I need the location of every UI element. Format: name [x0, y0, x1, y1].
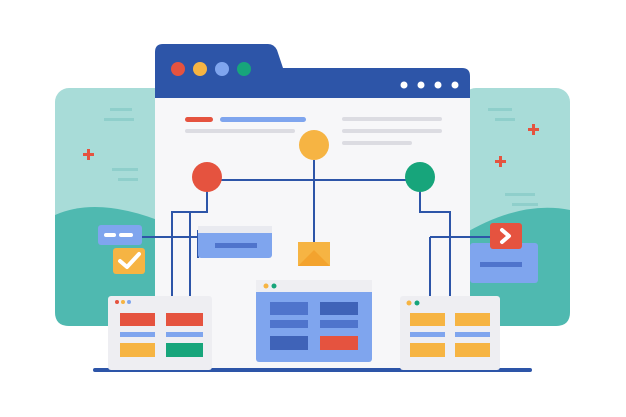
- window-dots-icon[interactable]: [171, 62, 251, 76]
- green-node: [405, 162, 435, 192]
- chevron-right-icon[interactable]: [490, 223, 522, 249]
- content-block: [198, 226, 272, 258]
- envelope-icon: [298, 242, 330, 266]
- menu-dots-icon[interactable]: [400, 81, 459, 89]
- left-page-card: [108, 296, 212, 370]
- plus-icon: [83, 124, 539, 167]
- tag-widget: [98, 225, 142, 245]
- right-page-card: [400, 296, 500, 370]
- red-node: [192, 162, 222, 192]
- text-lines: [185, 117, 442, 145]
- orange-node: [299, 130, 329, 160]
- center-page-card: [256, 280, 372, 362]
- left-backdrop: [55, 88, 170, 326]
- side-card: [470, 243, 538, 283]
- checkmark-icon[interactable]: [113, 248, 145, 274]
- right-backdrop: [462, 88, 570, 326]
